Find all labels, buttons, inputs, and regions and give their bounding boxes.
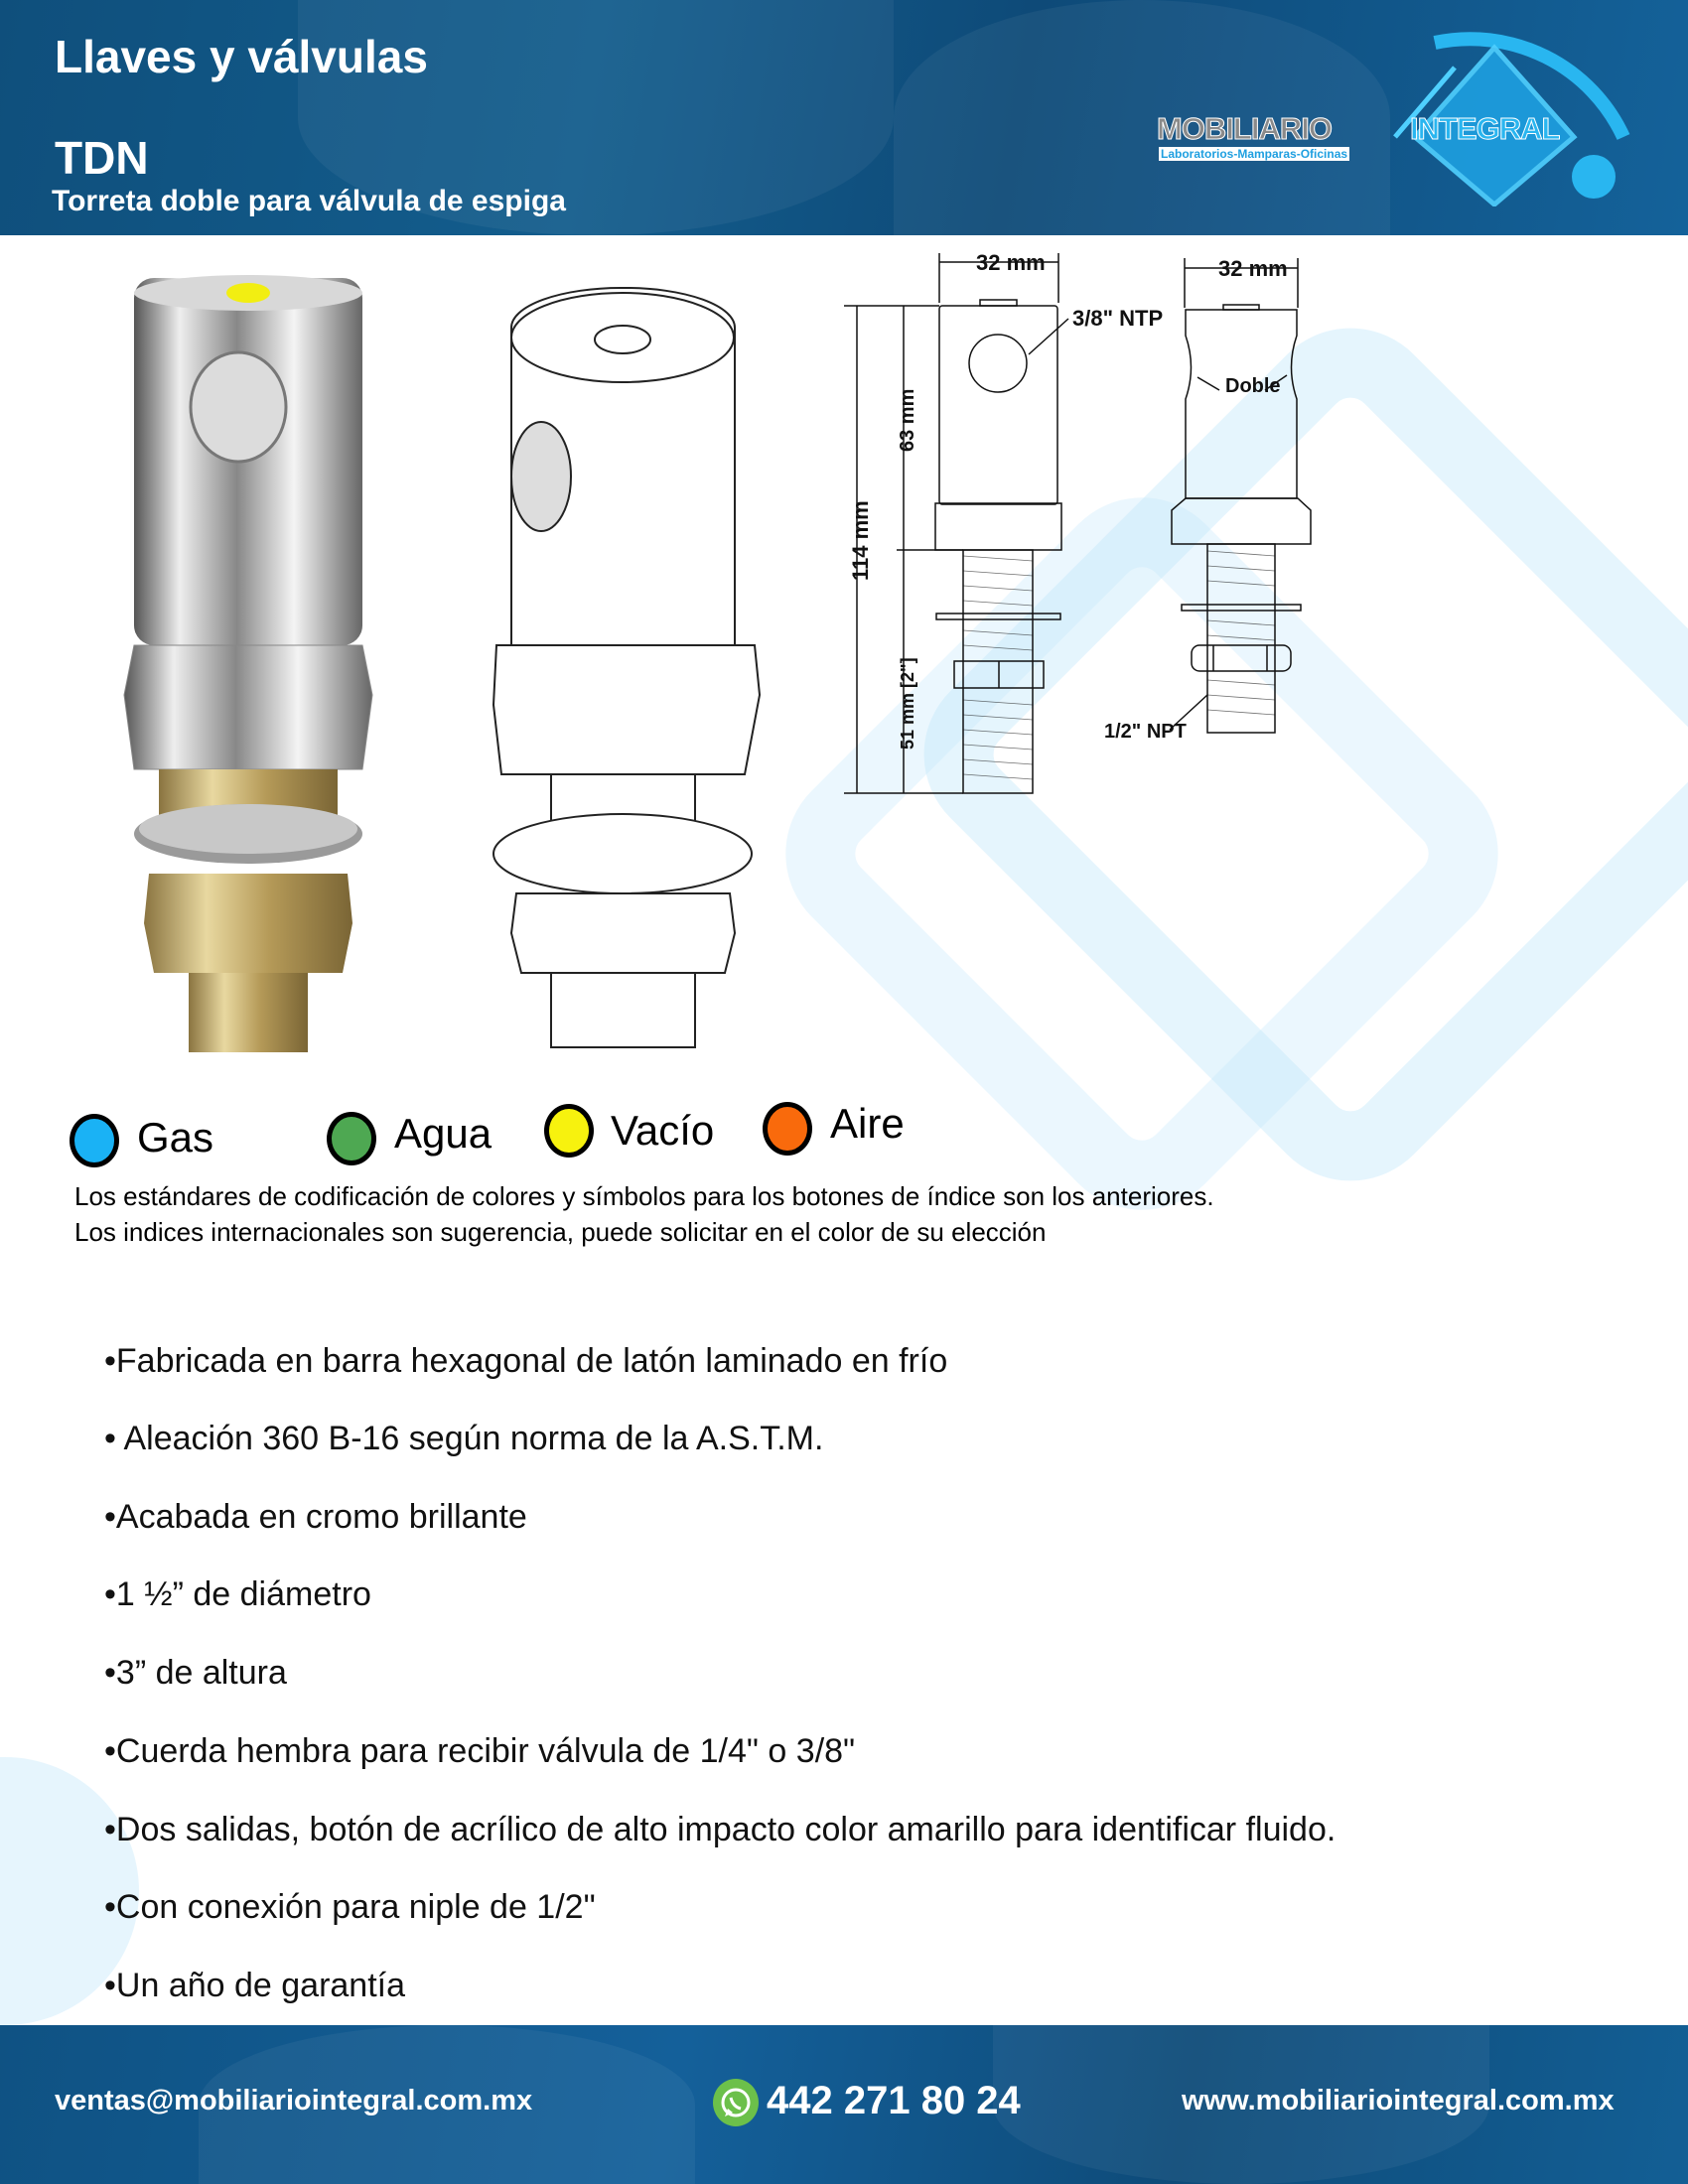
whatsapp-icon [713, 2079, 759, 2126]
footer-phone[interactable]: 442 271 80 24 [767, 2079, 1021, 2122]
feature-item: •Dos salidas, botón de acrílico de alto … [104, 1811, 1336, 1848]
side-width-label: 32 mm [1218, 256, 1288, 281]
footer-website[interactable]: www.mobiliariointegral.com.mx [1182, 2085, 1615, 2116]
footer-banner [0, 2025, 1688, 2184]
outlet-label: 3/8" NTP [1072, 306, 1163, 331]
feature-item: •1 ½” de diámetro [104, 1575, 371, 1613]
legend-note-line1: Los estándares de codificación de colore… [74, 1181, 1214, 1211]
agua-color-dot [327, 1112, 376, 1165]
body-height-label: 63 mm [897, 389, 918, 452]
feature-item: •Un año de garantía [104, 1967, 406, 2004]
thread-label: 1/2" NPT [1104, 721, 1187, 743]
logo-tagline: Laboratorios-Mamparas-Oficinas [1159, 147, 1350, 161]
aire-color-dot [763, 1102, 812, 1156]
category-title: Llaves y válvulas [55, 31, 428, 82]
feature-item: •3” de altura [104, 1654, 287, 1692]
feature-item: •Fabricada en barra hexagonal de latón l… [104, 1342, 948, 1380]
legend-label-gas: Gas [137, 1114, 214, 1160]
dimension-drawing: 32 mm 32 mm 3/8" NTP Doble 114 mm 63 mm … [844, 250, 1312, 794]
gas-color-dot [70, 1114, 119, 1167]
feature-item: •Con conexión para niple de 1/2" [104, 1888, 596, 1926]
total-height-label: 114 mm [848, 500, 873, 581]
front-width-label: 32 mm [976, 250, 1046, 275]
legend-label-vacio: Vacío [611, 1107, 715, 1154]
company-logo: MOBILIARIO INTEGRAL Laboratorios-Mampara… [1157, 28, 1643, 208]
feature-item: •Cuerda hembra para recibir válvula de 1… [104, 1732, 856, 1770]
logo-word-mobiliario: MOBILIARIO [1157, 111, 1334, 147]
thread-length-label: 51 mm [2"] [898, 657, 917, 750]
logo-word-integral: INTEGRAL [1409, 111, 1560, 147]
product-subtitle: Torreta doble para válvula de espiga [52, 185, 566, 217]
logo-mark-icon [1393, 32, 1630, 208]
feature-item: •Acabada en cromo brillante [104, 1498, 527, 1536]
vacio-color-dot [544, 1104, 594, 1158]
double-label: Doble [1225, 375, 1281, 397]
product-photo [123, 275, 373, 1052]
footer-email[interactable]: ventas@mobiliariointegral.com.mx [55, 2085, 533, 2116]
legend-label-aire: Aire [830, 1100, 905, 1147]
feature-item: • Aleación 360 B-16 según norma de la A.… [104, 1420, 824, 1457]
model-title: TDN [55, 132, 149, 184]
legend-label-agua: Agua [394, 1110, 492, 1157]
isometric-line-drawing [492, 287, 762, 1048]
legend-note-line2: Los indices internacionales son sugerenc… [74, 1217, 1047, 1247]
header-banner: Llaves y válvulas TDN Torreta doble para… [0, 0, 1688, 235]
